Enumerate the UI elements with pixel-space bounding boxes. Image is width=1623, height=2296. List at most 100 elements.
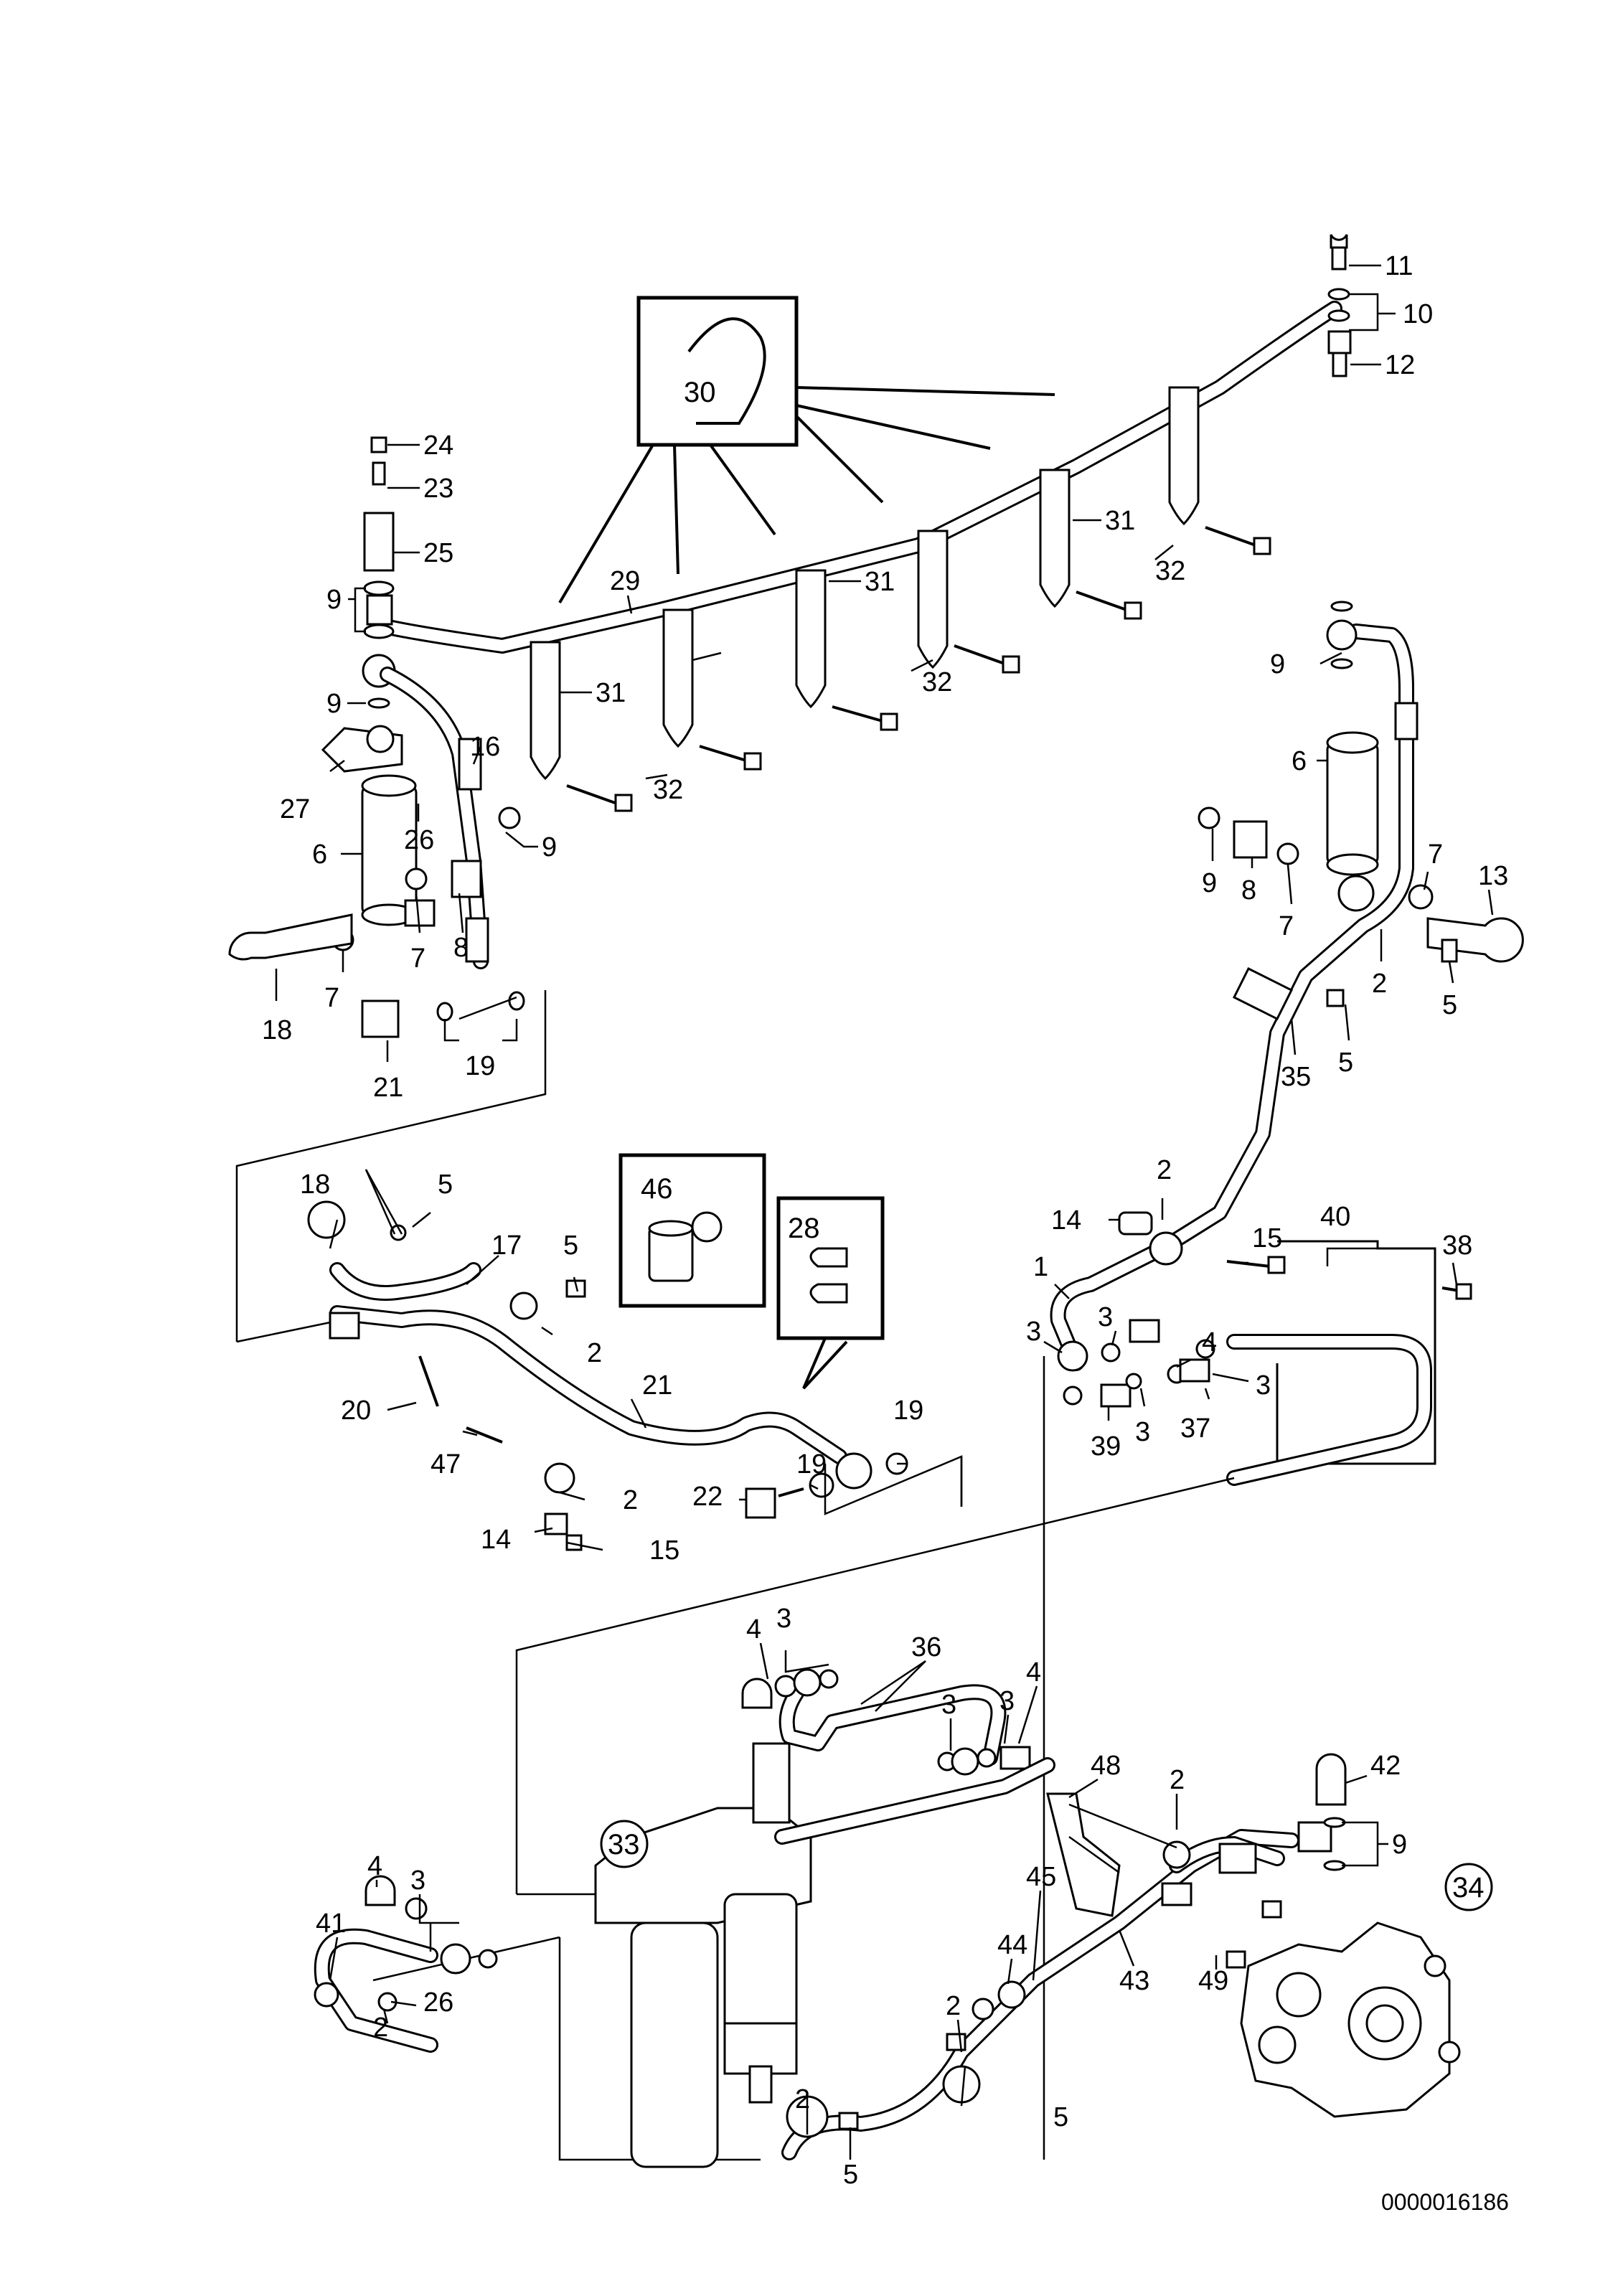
document-number: 0000016186: [1381, 2189, 1509, 2215]
callout-9: 9: [326, 585, 342, 615]
callout-8: 8: [453, 933, 469, 963]
callout-5: 5: [1053, 2102, 1068, 2132]
callout-2: 2: [1170, 1765, 1185, 1795]
callout-7: 7: [1279, 911, 1294, 941]
callout-9: 9: [326, 689, 342, 719]
callout-25: 25: [423, 538, 453, 568]
callout-22: 22: [692, 1482, 723, 1512]
callout-21: 21: [373, 1073, 403, 1103]
callout-21: 21: [642, 1370, 672, 1401]
callout-7: 7: [324, 983, 339, 1013]
mid-left-fuel-line: [307, 1200, 908, 1551]
left-banjo-stack: [321, 436, 403, 773]
callout-5: 5: [843, 2160, 858, 2190]
callout-3: 3: [941, 1690, 956, 1720]
callout-11: 11: [1385, 251, 1413, 281]
circled-label-34: 34: [1444, 1863, 1493, 1911]
callout-2: 2: [373, 2013, 388, 2043]
callout-9: 9: [1202, 868, 1217, 898]
callout-14: 14: [481, 1525, 511, 1555]
callout-3: 3: [410, 1866, 425, 1896]
inset-28: [776, 1196, 885, 1390]
svg-text:33: 33: [608, 1829, 640, 1860]
pipe-brackets: [530, 386, 1200, 781]
callout-4: 4: [367, 1851, 382, 1881]
callout-5: 5: [438, 1170, 453, 1200]
callout-48: 48: [1091, 1751, 1121, 1781]
callout-47: 47: [431, 1449, 461, 1479]
callout-2: 2: [1157, 1155, 1172, 1185]
callout-20: 20: [341, 1396, 371, 1426]
group-frame-lower: [372, 1356, 1235, 2161]
callout-2: 2: [1372, 969, 1387, 999]
inset-46: [618, 1153, 766, 1308]
callout-1: 1: [1033, 1252, 1048, 1282]
callout-6: 6: [312, 839, 327, 870]
bolts-32: [566, 526, 1271, 812]
callout-31: 31: [865, 567, 895, 597]
callout-18: 18: [300, 1170, 330, 1200]
inset-clip-30: [558, 296, 1055, 604]
callout-44: 44: [997, 1930, 1027, 1960]
filter-left-6: [228, 667, 525, 1038]
callout-19: 19: [796, 1449, 827, 1479]
callout-32: 32: [653, 775, 683, 805]
callout-4: 4: [1026, 1657, 1041, 1688]
callout-18: 18: [262, 1015, 292, 1045]
callout-38: 38: [1442, 1231, 1472, 1261]
lower-left-line-41: [314, 1875, 498, 2053]
callout-3: 3: [776, 1604, 791, 1634]
callout-5: 5: [1442, 990, 1457, 1020]
circled-label-33: 33: [600, 1820, 649, 1868]
callout-labels: 11 10 12 24 23 25 9 9 29 31 31 31 32 32 …: [262, 251, 1508, 2190]
callout-6: 6: [1292, 746, 1307, 776]
callout-9: 9: [542, 832, 557, 862]
return-line-36: [741, 1668, 1031, 1776]
callout-36: 36: [911, 1632, 941, 1662]
callout-32: 32: [1155, 556, 1185, 586]
callout-15: 15: [1252, 1223, 1282, 1253]
callout-41: 41: [316, 1909, 346, 1939]
callout-37: 37: [1180, 1413, 1210, 1444]
callout-43: 43: [1119, 1966, 1149, 1996]
callout-23: 23: [423, 474, 453, 504]
callout-3: 3: [1135, 1417, 1150, 1447]
callout-2: 2: [623, 1485, 638, 1515]
inset-label-28: 28: [788, 1213, 820, 1244]
callout-4: 4: [746, 1614, 761, 1645]
callout-29: 29: [610, 566, 640, 596]
callout-19: 19: [465, 1051, 495, 1081]
callout-2: 2: [587, 1338, 602, 1368]
callout-7: 7: [1428, 839, 1443, 870]
filter-right-6: [1154, 601, 1524, 1256]
callout-31: 31: [596, 678, 626, 708]
callout-5: 5: [563, 1231, 578, 1261]
callout-27: 27: [280, 794, 310, 824]
callout-9: 9: [1392, 1830, 1407, 1860]
group-frame-left: [235, 990, 547, 1343]
callout-5: 5: [1338, 1048, 1353, 1078]
group-frame-mid: [824, 1455, 963, 1515]
callout-45: 45: [1026, 1862, 1056, 1892]
inset-label-30: 30: [684, 377, 716, 408]
callout-7: 7: [410, 944, 425, 974]
callout-2: 2: [946, 1991, 961, 2021]
callout-49: 49: [1198, 1966, 1228, 1996]
callout-9: 9: [1270, 649, 1285, 679]
inset-label-46: 46: [641, 1173, 673, 1205]
callout-26: 26: [423, 1987, 453, 2018]
callout-3: 3: [999, 1686, 1015, 1716]
callout-19: 19: [893, 1396, 923, 1426]
callout-3: 3: [1098, 1302, 1113, 1332]
callout-16: 16: [470, 732, 500, 762]
callout-10: 10: [1403, 299, 1433, 329]
callout-3: 3: [1026, 1317, 1041, 1347]
callout-2: 2: [795, 2084, 810, 2114]
callout-24: 24: [423, 430, 453, 461]
callout-42: 42: [1370, 1751, 1401, 1781]
callout-32: 32: [922, 667, 952, 697]
banjo-bolt-top-right: [1327, 234, 1352, 377]
callout-17: 17: [491, 1231, 522, 1261]
leader-lines: [275, 264, 1494, 2160]
